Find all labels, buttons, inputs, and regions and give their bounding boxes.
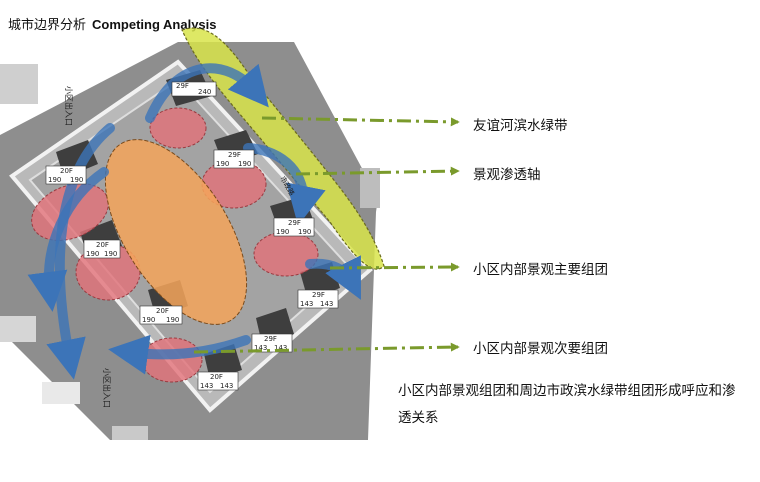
neighbor-building [42,382,80,404]
svg-text:29F: 29F [312,291,325,299]
svg-text:29F: 29F [228,151,241,159]
neighbor-building [360,168,380,208]
svg-text:143: 143 [320,300,333,308]
svg-text:240: 240 [198,88,211,96]
svg-text:190: 190 [104,250,117,258]
neighbor-building [0,316,36,342]
svg-text:143: 143 [300,300,313,308]
building-tag: 20F 143 143 [197,371,239,391]
svg-text:29F: 29F [288,219,301,227]
page-title: 城市边界分析 Competing Analysis [8,14,217,33]
svg-text:143: 143 [274,344,287,352]
building-tag: 29F 190 190 [213,149,255,169]
legend-leaders [193,116,460,354]
building-tag: 29F 240 [171,81,217,97]
svg-text:190: 190 [298,228,311,236]
svg-text:190: 190 [166,316,179,324]
svg-text:20F: 20F [210,373,223,381]
svg-text:190: 190 [48,176,61,184]
neighbor-building [0,64,38,104]
leader-green-belt [261,116,460,127]
svg-text:143: 143 [254,344,267,352]
main-cluster [104,139,248,325]
leader-secondary-cluster [193,342,460,354]
title-cn: 城市边界分析 [8,18,87,33]
title-en: Competing Analysis [92,17,217,32]
legend-label-landscape-axis: 景观渗透轴 [473,167,541,183]
svg-text:190: 190 [142,316,155,324]
legend-label-secondary-cluster: 小区内部景观次要组团 [473,341,608,357]
svg-text:29F: 29F [264,335,277,343]
svg-text:143: 143 [200,382,213,390]
entrance-label-top: 小区出入口 [64,86,74,126]
leader-main-cluster [329,262,460,272]
building-tag: 29F 143 143 [297,289,339,309]
svg-text:20F: 20F [60,167,73,175]
legend-label-green-belt: 友谊河滨水绿带 [473,118,568,134]
building-tag: 29F 190 190 [273,217,315,237]
legend-label-main-cluster: 小区内部景观主要组团 [473,262,608,278]
svg-text:190: 190 [216,160,229,168]
svg-text:20F: 20F [156,307,169,315]
svg-text:190: 190 [238,160,251,168]
building-tag: 20F 190 190 [83,239,121,259]
svg-text:190: 190 [70,176,83,184]
building-tag: 20F 190 190 [139,305,183,325]
analysis-note: 小区内部景观组团和周边市政滨水绿带组团形成呼应和渗透关系 [398,383,736,426]
neighbor-building [112,426,148,440]
building-tags: 20F 190 190 20F 190 190 29F 240 29F 190 … [45,81,339,391]
building-tag: 29F 143 143 [251,333,293,353]
entrance-label-bottom: 小区出入口 [102,368,112,408]
svg-text:20F: 20F [96,241,109,249]
svg-text:29F: 29F [176,82,189,90]
svg-text:190: 190 [86,250,99,258]
building-tag: 20F 190 190 [45,165,87,185]
svg-text:143: 143 [220,382,233,390]
leader-axis [295,166,460,176]
flow-arrows [27,63,361,380]
svg-text:190: 190 [276,228,289,236]
